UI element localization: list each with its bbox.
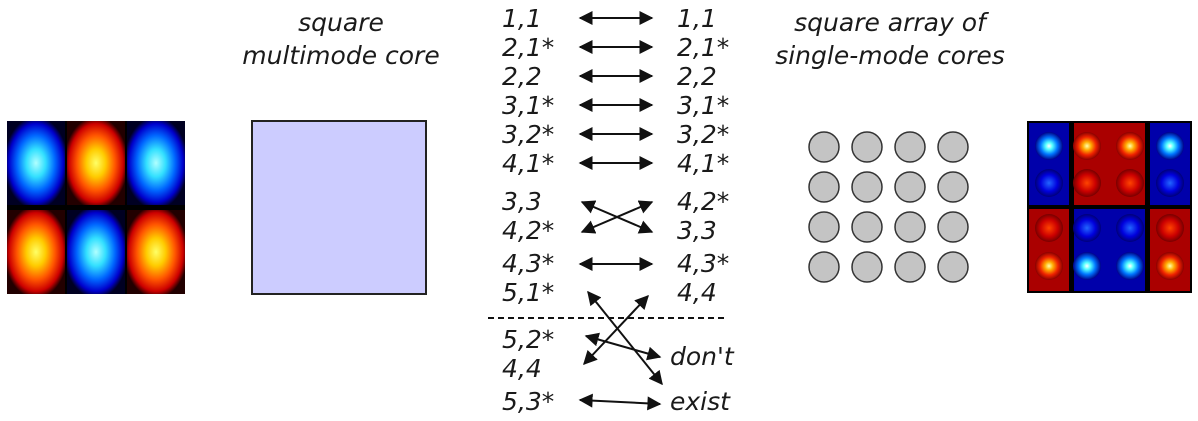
lobe bbox=[67, 210, 125, 294]
caption-line: square bbox=[298, 8, 384, 37]
mode-label-right: 4,2* bbox=[677, 187, 729, 216]
arrow bbox=[580, 200, 654, 234]
arrow bbox=[584, 332, 662, 361]
mode-label-left: 5,1* bbox=[502, 278, 554, 307]
mode-label-left: 3,3 bbox=[502, 187, 542, 216]
mode-label-left: 4,3* bbox=[502, 249, 554, 278]
mode-label-right: 1,1 bbox=[677, 4, 717, 33]
mode-label-right: 2,2 bbox=[677, 62, 717, 91]
mode-label-left: 1,1 bbox=[502, 4, 542, 33]
single-mode-core bbox=[851, 171, 883, 203]
dont-exist-label: don't bbox=[670, 342, 735, 371]
mode-label-right: 3,1* bbox=[677, 91, 729, 120]
field-spot bbox=[1035, 169, 1063, 197]
arrow bbox=[578, 393, 662, 411]
mode-label-right: 4,4 bbox=[677, 278, 717, 307]
single-mode-core bbox=[894, 251, 926, 283]
mode-label-right: 4,3* bbox=[677, 249, 729, 278]
lobe bbox=[127, 210, 185, 294]
field-spot bbox=[1156, 214, 1184, 242]
field-spot bbox=[1116, 252, 1144, 280]
mode-label-right: 2,1* bbox=[677, 33, 729, 62]
lobe bbox=[67, 121, 125, 205]
field-spot bbox=[1116, 214, 1144, 242]
caption-line: multimode core bbox=[242, 41, 440, 70]
single-mode-core bbox=[937, 171, 969, 203]
arrow bbox=[587, 290, 663, 386]
single-mode-core bbox=[937, 251, 969, 283]
field-spot bbox=[1073, 169, 1101, 197]
field-spot bbox=[1035, 214, 1063, 242]
field-spot bbox=[1116, 169, 1144, 197]
mode-label-left: 5,2* bbox=[502, 325, 554, 354]
field-spot bbox=[1156, 132, 1184, 160]
single-mode-core bbox=[937, 211, 969, 243]
single-mode-core bbox=[894, 211, 926, 243]
single-mode-core bbox=[808, 171, 840, 203]
mode-label-left: 3,1* bbox=[502, 91, 554, 120]
mode-label-left: 4,1* bbox=[502, 149, 554, 178]
lobe bbox=[7, 210, 65, 294]
mode-label-left: 5,3* bbox=[502, 387, 554, 416]
single-mode-core bbox=[808, 131, 840, 163]
field-spot bbox=[1035, 132, 1063, 160]
single-mode-core bbox=[894, 171, 926, 203]
field-spot bbox=[1035, 252, 1063, 280]
mode-label-right: 3,2* bbox=[677, 120, 729, 149]
supermode-field-pattern bbox=[1027, 121, 1192, 293]
single-mode-core bbox=[808, 211, 840, 243]
single-mode-core-array bbox=[808, 131, 969, 283]
lobe bbox=[127, 121, 185, 205]
mode-label-left: 4,4 bbox=[502, 354, 542, 383]
multimode-core-caption: square multimode core bbox=[236, 6, 446, 72]
caption-line: square array of bbox=[794, 8, 986, 37]
mode-label-right: 4,1* bbox=[677, 149, 729, 178]
single-mode-array-caption: square array of single-mode cores bbox=[775, 6, 1005, 72]
single-mode-core bbox=[851, 131, 883, 163]
mode-label-left: 2,2 bbox=[502, 62, 542, 91]
dont-exist-label: exist bbox=[670, 387, 731, 416]
mode-label-left: 2,1* bbox=[502, 33, 554, 62]
lobe bbox=[7, 121, 65, 205]
single-mode-core bbox=[851, 251, 883, 283]
field-spot bbox=[1116, 132, 1144, 160]
field-spot bbox=[1073, 132, 1101, 160]
mode-label-right: 3,3 bbox=[677, 216, 717, 245]
single-mode-core bbox=[808, 251, 840, 283]
mode-label-left: 3,2* bbox=[502, 120, 554, 149]
caption-line: single-mode cores bbox=[775, 41, 1005, 70]
multimode-field-pattern bbox=[7, 121, 185, 294]
mode-label-left: 4,2* bbox=[502, 216, 554, 245]
field-spot bbox=[1073, 214, 1101, 242]
single-mode-core bbox=[894, 131, 926, 163]
field-spot bbox=[1156, 169, 1184, 197]
field-spot bbox=[1156, 252, 1184, 280]
single-mode-core bbox=[937, 131, 969, 163]
single-mode-core bbox=[851, 211, 883, 243]
mode-correspondence-diagram: 1,1 2,1* 2,2 3,1* 3,2* 4,1* 3,3 4,2* 4,3… bbox=[488, 4, 735, 416]
field-spot bbox=[1073, 252, 1101, 280]
multimode-core-square bbox=[251, 120, 427, 295]
